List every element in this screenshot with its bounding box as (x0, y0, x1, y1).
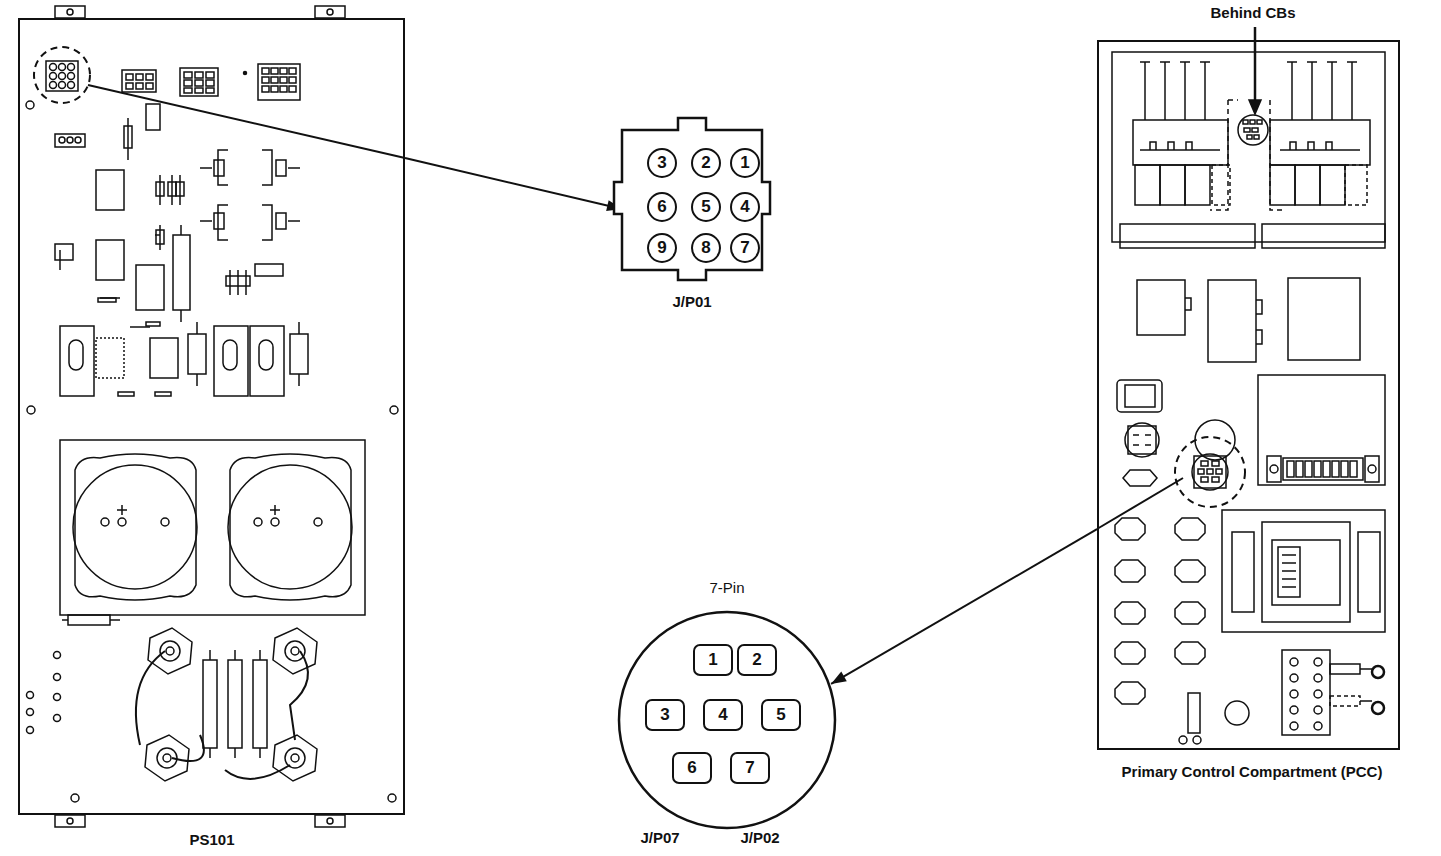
leader-arrow (405, 158, 622, 211)
leader-arrow (831, 529, 1097, 684)
connector-label: J/P02 (740, 830, 779, 847)
pin-socket: 1 (730, 148, 760, 178)
pin-number: 5 (776, 706, 785, 725)
connector-heading: 7-Pin (709, 580, 744, 597)
board-label: PS101 (189, 832, 234, 849)
callout-label: Behind CBs (1210, 4, 1295, 21)
pin-socket: 2 (691, 148, 721, 178)
pin-socket: 4 (703, 699, 743, 731)
pin-socket: 5 (691, 192, 721, 222)
pin-socket: 1 (693, 644, 733, 676)
seven-pin-connector: 7-PinJ/P07J/P021234567 (617, 610, 837, 830)
connector-label: J/P07 (640, 830, 679, 847)
pin-number: 6 (657, 198, 666, 217)
pin-socket: 8 (691, 233, 721, 263)
pin-socket: 7 (730, 233, 760, 263)
pin-number: 3 (660, 706, 669, 725)
connector-outline-path (614, 118, 770, 280)
pin-number: 2 (752, 651, 761, 670)
pin-number: 8 (701, 239, 710, 258)
arrow-head (831, 672, 847, 684)
pin-number: 7 (745, 759, 754, 778)
pin-socket: 7 (730, 752, 770, 784)
pin-number: 7 (740, 239, 749, 258)
pin-socket: 6 (647, 192, 677, 222)
pin-number: 1 (708, 651, 717, 670)
pin-socket: 5 (761, 699, 801, 731)
panel-label: Primary Control Compartment (PCC) (1122, 764, 1383, 781)
connector-label: J/P01 (672, 294, 711, 311)
pin-number: 1 (740, 154, 749, 173)
pin-socket: 3 (647, 148, 677, 178)
pin-number: 3 (657, 154, 666, 173)
pcc-panel: Primary Control Compartment (PCC) (1097, 40, 1400, 750)
pin-socket: 2 (737, 644, 777, 676)
pin-number: 9 (657, 239, 666, 258)
ps101-board: PS101 (18, 18, 405, 815)
pin-number: 5 (701, 198, 710, 217)
pin-socket: 9 (647, 233, 677, 263)
jp01-connector: J/P01321654987 (612, 116, 772, 282)
pin-number: 6 (687, 759, 696, 778)
connector-circle-path (619, 612, 835, 828)
pin-socket: 3 (645, 699, 685, 731)
leader-line (831, 529, 1097, 684)
pin-number: 4 (718, 706, 727, 725)
pin-number: 4 (740, 198, 749, 217)
pin-socket: 6 (672, 752, 712, 784)
leader-line (405, 158, 622, 209)
pin-number: 2 (701, 154, 710, 173)
pin-socket: 4 (730, 192, 760, 222)
